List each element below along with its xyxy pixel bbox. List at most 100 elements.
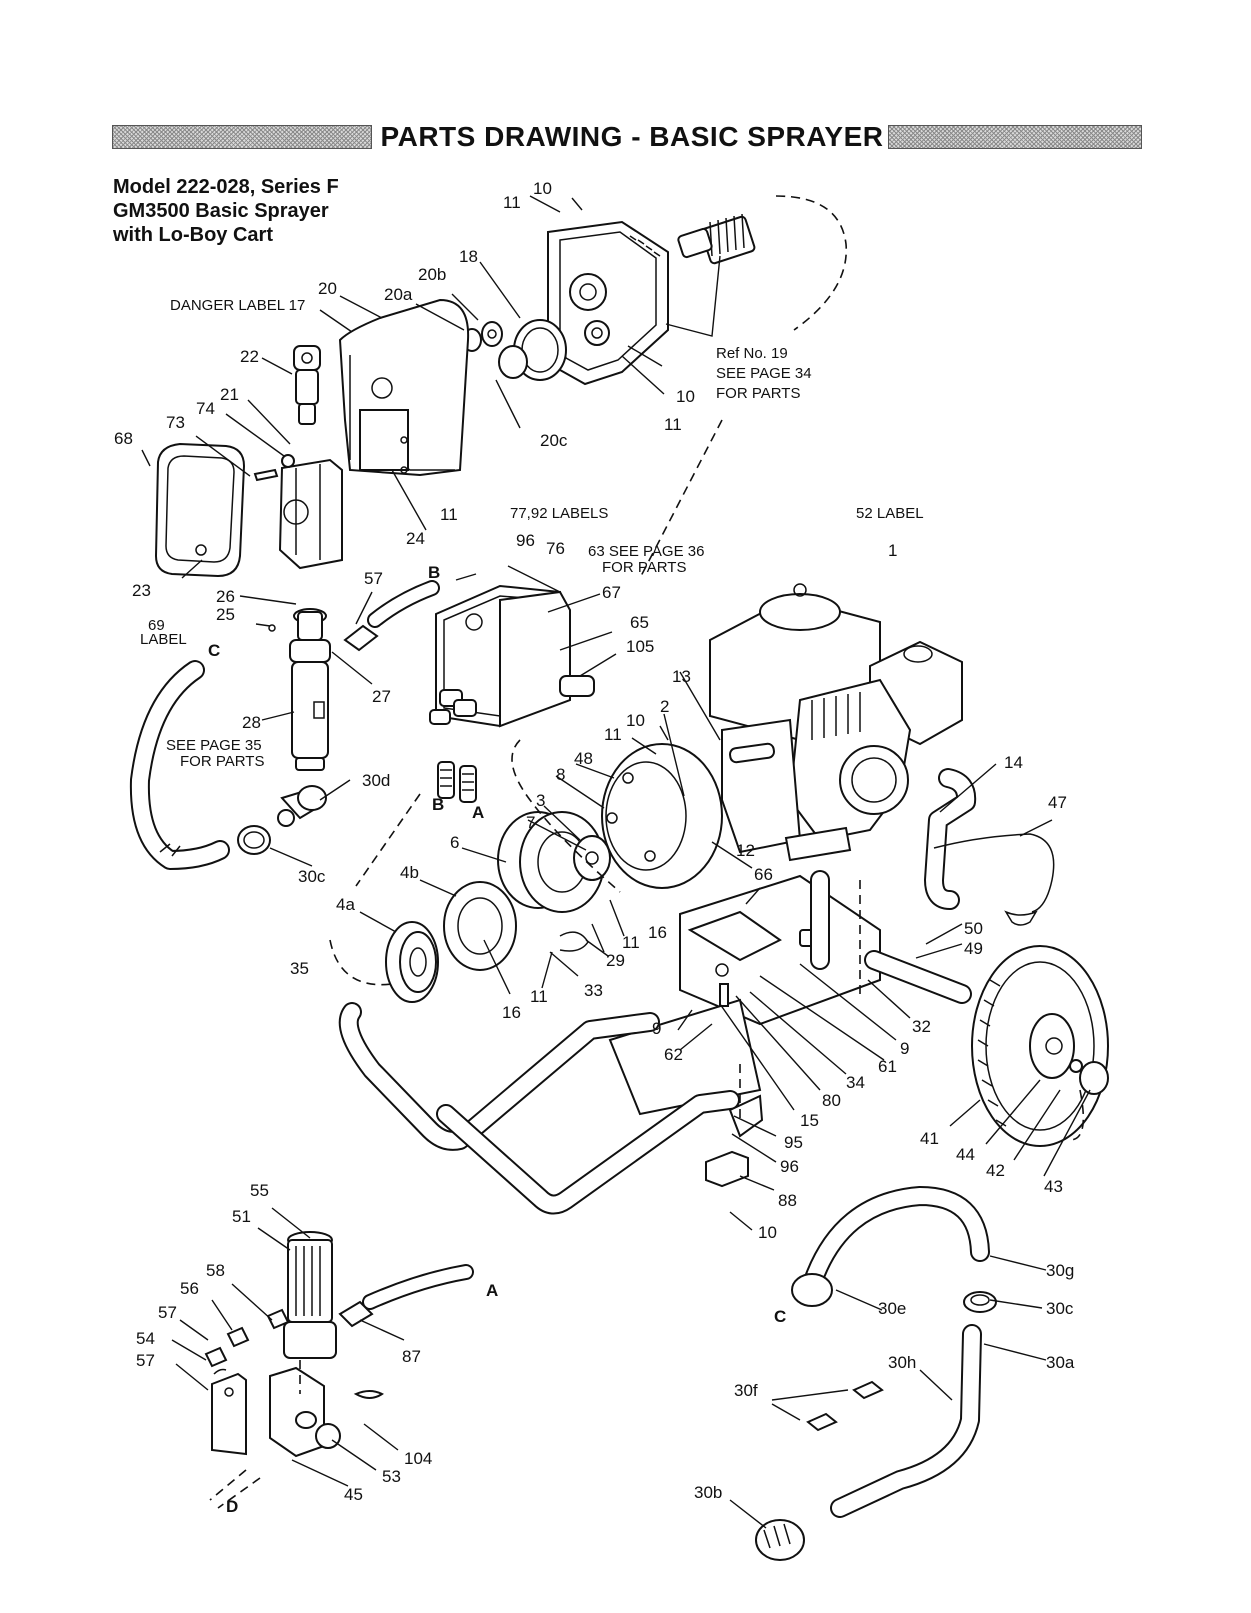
note-ref19-line3: FOR PARTS [716,385,800,402]
callout-57-c: 57 [158,1303,177,1322]
letter-b-1: B [428,563,440,582]
note-label-52: 52 LABEL [856,505,924,522]
callout-55: 55 [250,1181,269,1200]
hose-57 [343,580,440,652]
callout-74: 74 [196,399,215,418]
model-line-1: Model 222-028, Series F [113,176,339,198]
suction-hose-left [129,660,230,870]
pinion-gear [677,213,756,265]
pulley-4a [385,921,439,1003]
bumper-88 [705,1150,749,1188]
callout-87: 87 [402,1347,421,1366]
callout-104: 104 [404,1449,432,1468]
fitting-30d [237,785,327,855]
callout-9-b: 9 [652,1019,661,1038]
note-labels-77-92: 77,92 LABELS [510,505,608,522]
callout-13: 13 [672,667,691,686]
note-danger-label: DANGER LABEL 17 [170,297,305,314]
hoses-a-b [437,761,477,803]
callout-30d: 30d [362,771,390,790]
callout-35: 35 [290,959,309,978]
item-22-fitting [293,345,321,425]
callout-68: 68 [114,429,133,448]
callout-25: 25 [216,605,235,624]
callout-53: 53 [382,1467,401,1486]
callouts: 10 11 18 20 20a 20b 20c 22 21 74 73 68 2… [114,179,1075,1516]
note-ref19-line1: Ref No. 19 [716,345,788,362]
note-label-69-text: LABEL [140,631,187,648]
callout-34: 34 [846,1073,865,1092]
callout-8: 8 [556,765,565,784]
model-line-2: GM3500 Basic Sprayer [113,200,329,222]
callout-95: 95 [784,1133,803,1152]
note-label-69-num: 69 [148,617,165,634]
callout-73: 73 [166,413,185,432]
callout-23: 23 [132,581,151,600]
letter-d: D [226,1497,238,1516]
callout-11-c: 11 [440,505,458,524]
callout-16: 16 [648,923,667,942]
callout-56: 56 [180,1279,199,1298]
callout-67: 67 [602,583,621,602]
callout-2: 2 [660,697,669,716]
callout-65: 65 [630,613,649,632]
callout-30f: 30f [734,1381,758,1400]
callout-11-d: 11 [604,725,622,744]
callout-10-b: 10 [676,387,695,406]
callout-50: 50 [964,919,983,938]
callout-30h: 30h [888,1353,916,1372]
clamp-29 [559,931,589,952]
callout-4b: 4b [400,863,419,882]
callout-57-b: 57 [136,1351,155,1370]
callout-41: 41 [920,1129,939,1148]
callout-30c: 30c [298,867,326,886]
note-ref28-line2: FOR PARTS [180,753,264,770]
displacement-pump [268,608,331,771]
callout-11: 11 [503,193,521,212]
callout-10-c: 10 [626,711,645,730]
callout-62: 62 [664,1045,683,1064]
callout-76: 76 [546,539,565,558]
callout-58: 58 [206,1261,225,1280]
note-ref28-line1: SEE PAGE 35 [166,737,262,754]
title-band: PARTS DRAWING - BASIC SPRAYER [112,121,1142,153]
dashed-connections [209,195,1085,1509]
note-ref63-line2: FOR PARTS [602,559,686,576]
title-hatch-right [888,125,1142,149]
callout-57: 57 [364,569,383,588]
callout-96: 96 [516,531,535,550]
callout-11-f: 11 [530,987,548,1006]
callout-14: 14 [1004,753,1023,772]
callout-30c-b: 30c [1046,1299,1074,1318]
callout-61: 61 [878,1057,897,1076]
callout-48: 48 [574,749,593,768]
model-description: Model 222-028, Series F GM3500 Basic Spr… [113,175,339,247]
engine [709,583,963,862]
note-ref19-line2: SEE PAGE 34 [716,365,812,382]
callout-47: 47 [1048,793,1067,812]
callout-6: 6 [450,833,459,852]
drive-gear [462,319,567,381]
callout-1: 1 [888,541,897,560]
callout-16-b: 16 [502,1003,521,1022]
letter-c-1: C [208,641,220,660]
callout-43: 43 [1044,1177,1063,1196]
title-hatch-left [112,125,372,149]
callout-30e: 30e [878,1299,906,1318]
note-ref63-line1: 63 SEE PAGE 36 [588,543,704,560]
callout-20: 20 [318,279,337,298]
callout-18: 18 [459,247,478,266]
callout-15: 15 [800,1111,819,1130]
callout-45: 45 [344,1485,363,1504]
pump-block [253,454,343,570]
callout-27: 27 [372,687,391,706]
field-4b [443,881,517,971]
callout-20c: 20c [540,431,568,450]
callout-49: 49 [964,939,983,958]
clutch-housing [601,743,723,889]
callout-24: 24 [406,529,425,548]
callout-4a: 4a [336,895,355,914]
callout-21: 21 [220,385,239,404]
model-line-3: with Lo-Boy Cart [113,224,273,246]
